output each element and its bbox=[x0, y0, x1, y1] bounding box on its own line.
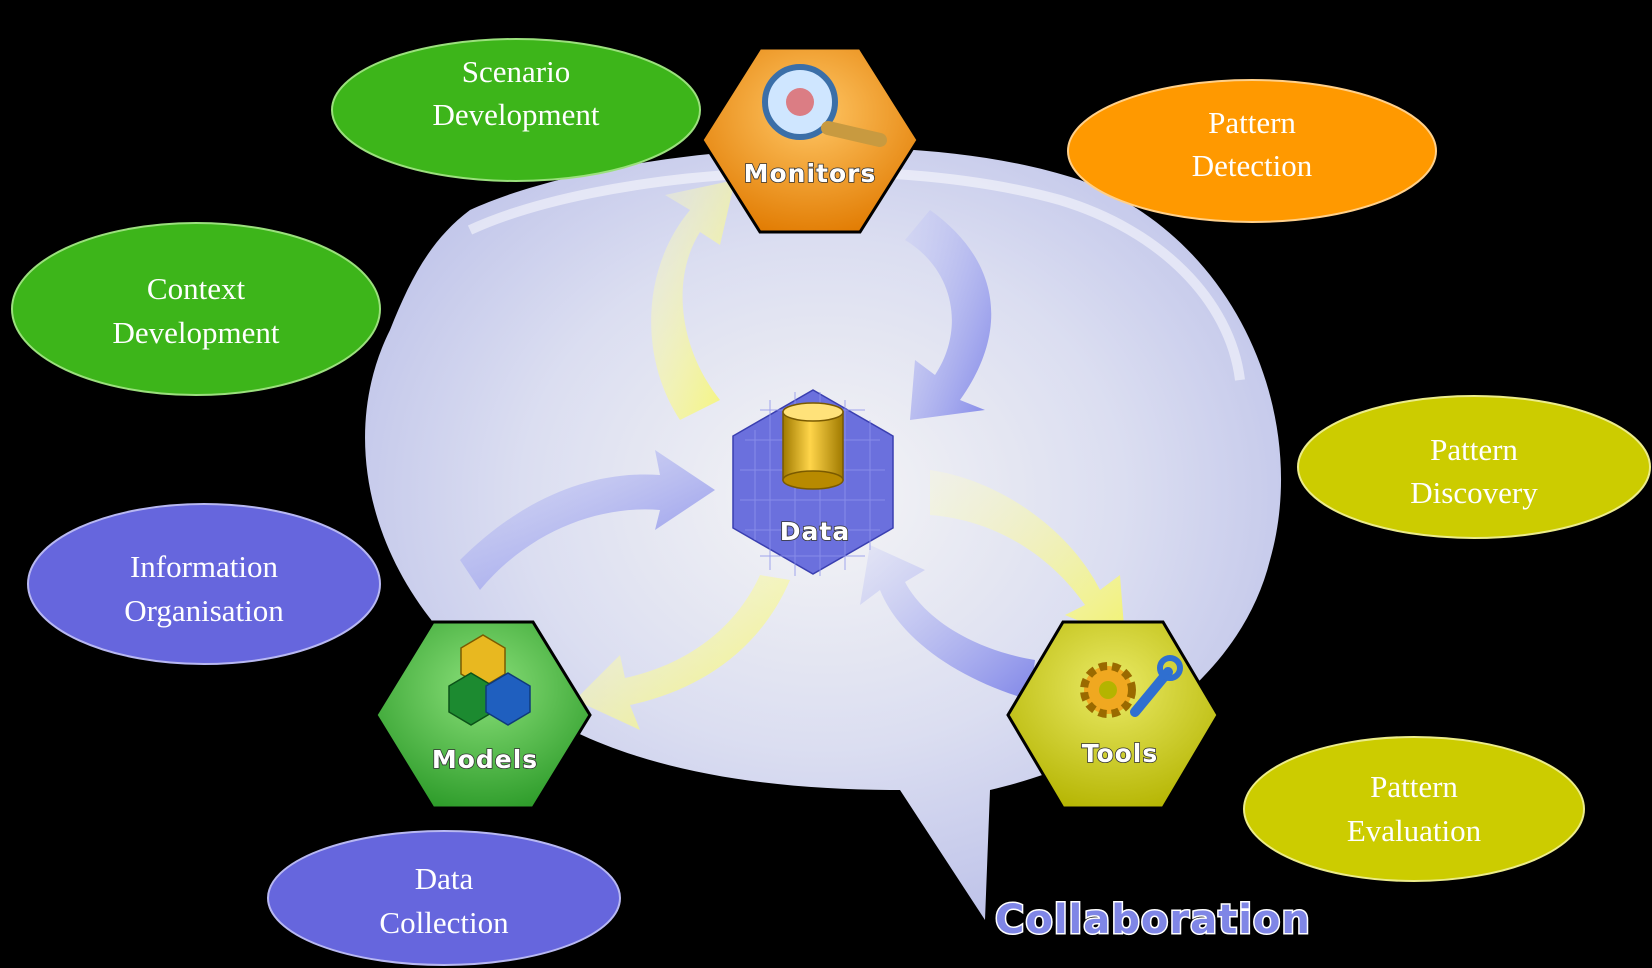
pattern-discovery-ellipse: Pattern Discovery bbox=[1297, 395, 1651, 539]
blue-arrow-to-data bbox=[460, 450, 715, 590]
information-organisation-line1: Information bbox=[130, 549, 279, 584]
collaboration-label: Collaboration bbox=[995, 897, 1311, 943]
scenario-development-ellipse: Scenario Development bbox=[331, 38, 701, 182]
data-collection-line2: Collection bbox=[379, 905, 509, 940]
blue-arrow-from-monitors bbox=[905, 210, 992, 420]
context-development-line1: Context bbox=[147, 271, 246, 306]
pattern-detection-line1: Pattern bbox=[1208, 105, 1296, 140]
pattern-evaluation-ellipse: Pattern Evaluation bbox=[1243, 736, 1585, 882]
data-label: Data bbox=[780, 517, 850, 546]
information-organisation-line2: Organisation bbox=[124, 593, 284, 628]
pattern-discovery-line1: Pattern bbox=[1430, 432, 1518, 467]
data-collection-line1: Data bbox=[415, 861, 474, 896]
blue-arrow-from-tools bbox=[860, 545, 1035, 700]
yellow-arrow-to-monitors bbox=[651, 180, 735, 420]
hexagon-cluster-icon bbox=[448, 634, 531, 726]
context-development-line2: Development bbox=[112, 315, 279, 350]
yellow-arrow-to-models bbox=[575, 575, 790, 730]
scenario-development-line2: Development bbox=[432, 97, 599, 132]
monitors-node: Monitors bbox=[700, 46, 920, 234]
models-node: Models bbox=[374, 620, 592, 810]
tools-label: Tools bbox=[1082, 739, 1159, 768]
pattern-detection-ellipse: Pattern Detection bbox=[1067, 79, 1437, 223]
data-collection-ellipse: Data Collection bbox=[267, 830, 621, 966]
pattern-evaluation-line2: Evaluation bbox=[1347, 813, 1482, 848]
information-organisation-ellipse: Information Organisation bbox=[27, 503, 381, 665]
context-development-ellipse: Context Development bbox=[11, 222, 381, 396]
tools-node: Tools bbox=[1006, 620, 1220, 810]
gear-wrench-icon bbox=[1080, 655, 1183, 718]
pattern-detection-line2: Detection bbox=[1192, 148, 1313, 183]
data-node: Data bbox=[732, 389, 894, 576]
yellow-arrow-to-tools bbox=[930, 470, 1125, 640]
pattern-discovery-line2: Discovery bbox=[1410, 475, 1538, 510]
monitors-label: Monitors bbox=[744, 159, 877, 188]
database-cylinder-icon bbox=[782, 402, 844, 490]
pattern-evaluation-line1: Pattern bbox=[1370, 769, 1458, 804]
scenario-development-line1: Scenario bbox=[462, 54, 570, 89]
magnifier-icon bbox=[762, 64, 887, 147]
models-label: Models bbox=[432, 745, 538, 774]
